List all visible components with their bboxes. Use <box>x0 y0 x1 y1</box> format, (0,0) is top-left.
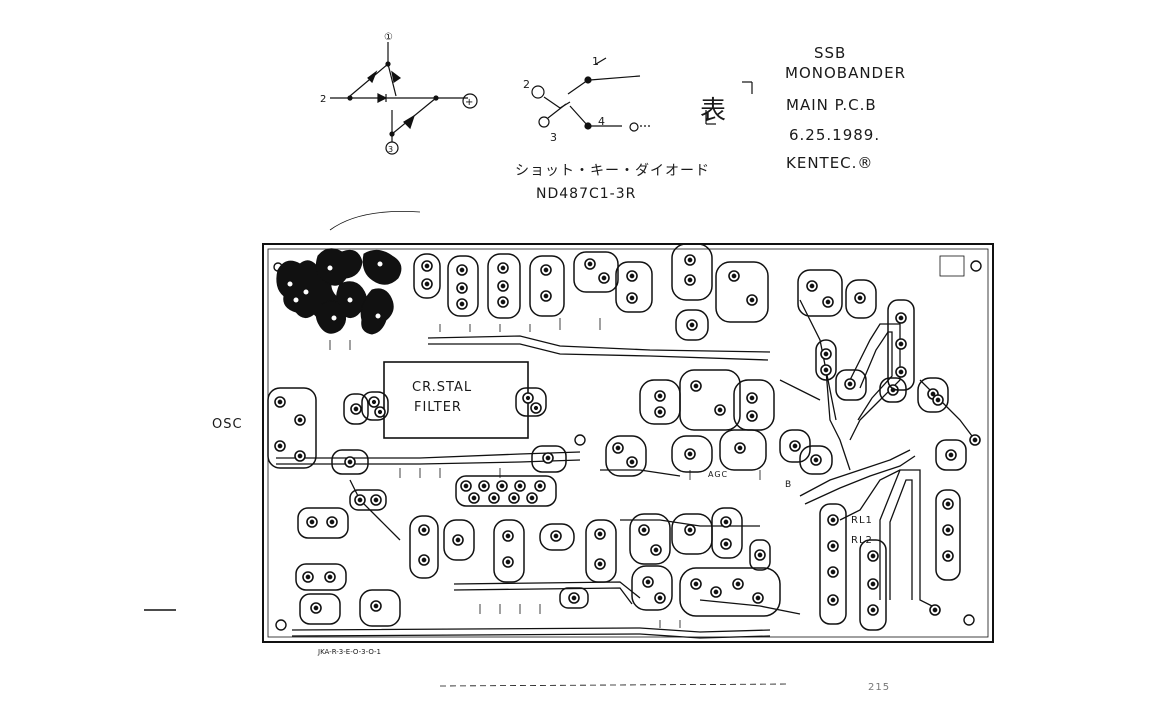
svg-text:2: 2 <box>320 94 326 105</box>
pin-label-4: 4 <box>598 115 606 128</box>
b-label: B <box>785 480 793 490</box>
svg-text:3: 3 <box>388 145 393 154</box>
svg-text:①: ① <box>384 32 393 43</box>
filter-label-2: FILTER <box>414 400 462 415</box>
title-company: KENTEC.® <box>786 154 874 172</box>
pin-label-2: 2 <box>523 78 531 91</box>
osc-label: OSC <box>212 417 243 432</box>
title-monobander: MONOBANDER <box>785 64 906 82</box>
title-date: 6.25.1989. <box>789 126 881 144</box>
ground-plane-fill <box>276 248 402 335</box>
svg-text:+: + <box>465 97 473 108</box>
page-number: 215 <box>868 682 891 693</box>
diode-package-sketch <box>531 57 753 132</box>
pcb-outline <box>144 211 994 687</box>
side-mark-omote: 表 <box>700 96 728 126</box>
bottom-code: JKA-R-3-E-O-3-O-1 <box>318 648 382 656</box>
component-leads <box>329 318 761 628</box>
crystal-filter-block <box>361 361 547 439</box>
pin-label-3: 3 <box>550 131 558 144</box>
pin-label-1: 1 <box>592 55 600 68</box>
diode-note-katakana: ショット・キー・ダイオード <box>515 163 710 179</box>
component-pads <box>267 243 981 631</box>
filter-label-1: CR.STAL <box>412 380 473 395</box>
title-ssb: SSB <box>814 44 847 62</box>
relay-1-label: RL1 <box>851 515 873 526</box>
diode-schematic-sketch: ① 2 + 3 <box>320 32 478 155</box>
relay-2-label: RL2 <box>851 535 873 546</box>
diode-part-number: ND487C1-3R <box>536 186 637 202</box>
agc-label: AGC <box>708 470 729 479</box>
title-main-pcb: MAIN P.C.B <box>786 96 877 114</box>
